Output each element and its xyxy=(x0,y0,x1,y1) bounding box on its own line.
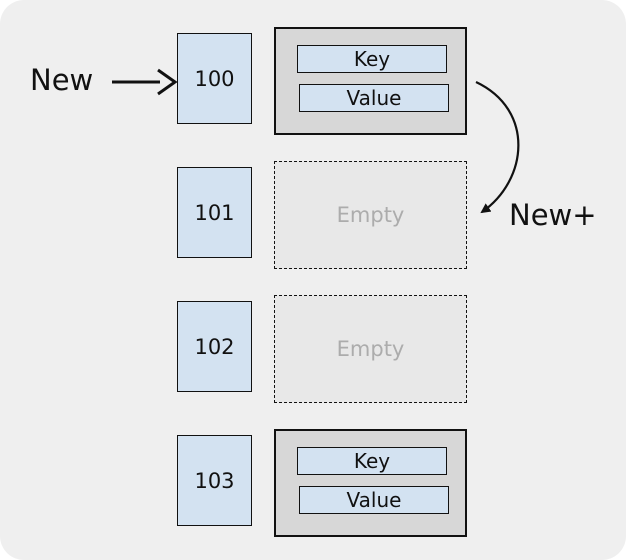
bucket-102-empty: Empty xyxy=(274,295,467,403)
slot-index-103: 103 xyxy=(177,435,252,526)
bucket-103: Key Value xyxy=(274,429,467,537)
new-plus-label: New+ xyxy=(509,198,597,232)
slot-index-101: 101 xyxy=(177,167,252,258)
slot-index-100: 100 xyxy=(177,33,252,124)
new-arrow xyxy=(112,68,178,96)
bucket-100: Key Value xyxy=(274,27,467,135)
collision-arrow xyxy=(475,81,520,214)
key-field: Key xyxy=(297,45,447,73)
key-field: Key xyxy=(297,447,447,475)
value-field: Value xyxy=(299,486,449,514)
slot-index-102: 102 xyxy=(177,301,252,392)
new-label: New xyxy=(30,63,94,97)
value-field: Value xyxy=(299,84,449,112)
bucket-101-empty: Empty xyxy=(274,161,467,269)
